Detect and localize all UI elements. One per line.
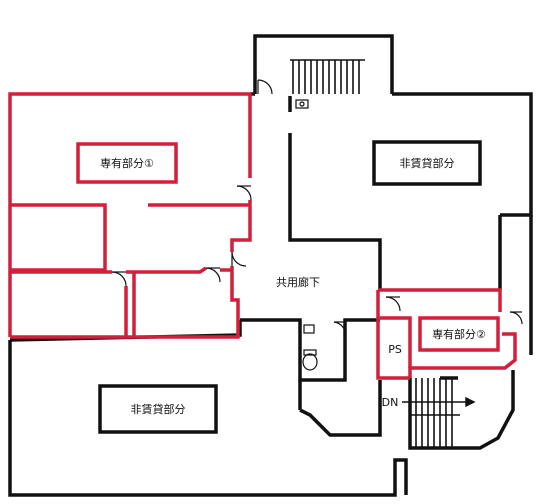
toilet-fixture-icon (302, 324, 318, 371)
label-box-exclusive-2: 専有部分② (418, 316, 500, 352)
non-rental-upper-label: 非賃貸部分 (400, 156, 455, 170)
exclusive-area-2-walls (376, 288, 517, 380)
stair-treads (290, 59, 460, 448)
down-arrow-icon (402, 396, 476, 408)
label-box-non-rental-lower: 非賃貸部分 (98, 384, 218, 434)
sink-fixture-icon (295, 99, 309, 109)
door-swings (111, 79, 523, 337)
non-rental-lower-label: 非賃貸部分 (131, 402, 186, 416)
exclusive-1-label: 専有部分① (100, 156, 154, 170)
corridor-label: 共用廊下 (276, 275, 320, 289)
ps-label: PS (388, 343, 402, 356)
down-label: DN (382, 396, 399, 409)
exclusive-area-1-walls (8, 92, 252, 339)
exclusive-2-label: 専有部分② (432, 327, 486, 341)
label-box-exclusive-1: 専有部分① (76, 142, 178, 184)
label-box-ps: PS (388, 343, 402, 356)
building-walls (8, 34, 533, 497)
label-box-non-rental-upper: 非賃貸部分 (372, 140, 482, 186)
